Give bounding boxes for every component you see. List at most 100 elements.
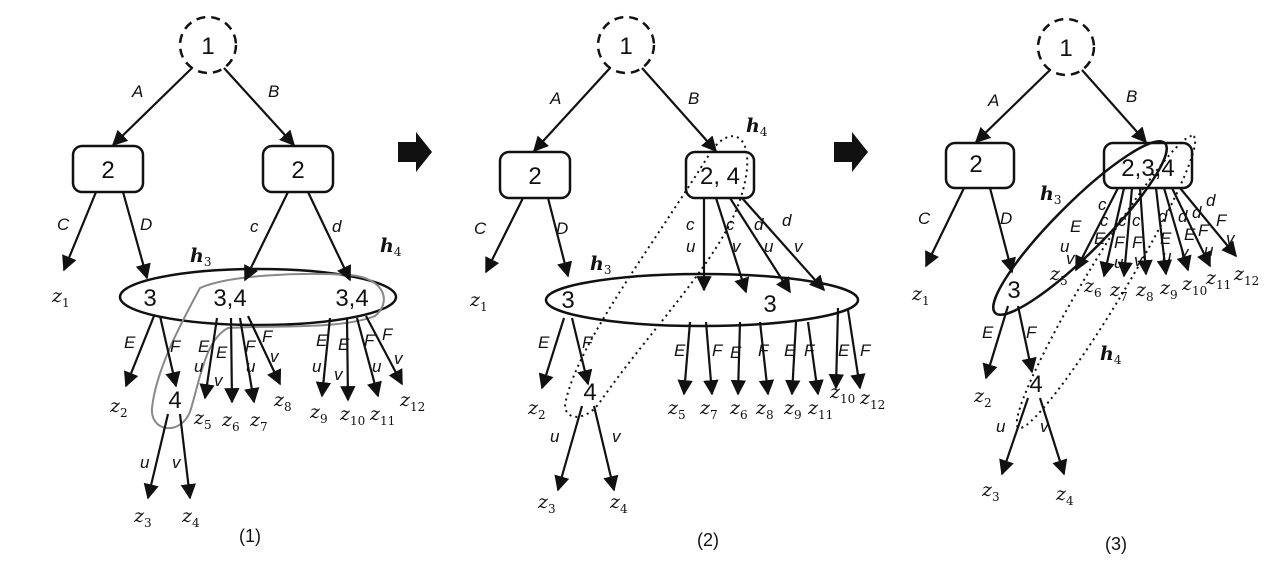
- leaf-z7: z7: [249, 409, 268, 434]
- edge-left-d: [988, 187, 1016, 274]
- edge-left-d: [546, 197, 573, 278]
- node-4-label: 4: [1029, 371, 1042, 398]
- edge-label-u2-34r: u: [372, 357, 382, 376]
- edge-label-u: u: [550, 427, 560, 446]
- edge-node4-u: [554, 405, 584, 492]
- player2-left-label: 2: [969, 151, 982, 178]
- edge-node4-v: [1038, 397, 1068, 476]
- edge-label-v-34r: v: [334, 365, 344, 384]
- edge-label-c-234b: c: [1100, 211, 1109, 230]
- edge-234-7: [1171, 187, 1211, 268]
- edge-label-f2-34l: F: [262, 327, 274, 346]
- leaf-z6: z6: [1083, 275, 1102, 300]
- edge-label-u-24a: u: [686, 237, 696, 256]
- edge-label-c-234c: c: [1118, 211, 1127, 230]
- edge-node3-e: [538, 317, 566, 390]
- edge-label-e: E: [124, 333, 136, 352]
- node-34-right-label: 3,4: [335, 285, 368, 312]
- leaf-z6: z6: [221, 409, 240, 434]
- edge-node3-f: [570, 317, 593, 386]
- leaf-z4: z4: [181, 505, 200, 530]
- edge-label-d-lower: d: [332, 217, 342, 236]
- root-node-label: 1: [201, 33, 214, 60]
- leaf-z10: z10: [339, 403, 365, 428]
- edge-right-c: [244, 191, 289, 282]
- edge-label-e-h3c: E: [784, 341, 796, 360]
- node-4-label: 4: [583, 379, 596, 406]
- edge-label-d-upper: D: [1000, 209, 1012, 228]
- edge-label-b: B: [268, 82, 279, 101]
- edge-234-5: [1154, 187, 1173, 276]
- edge-h3-2: [703, 321, 719, 396]
- edge-label-d-234e: d: [1158, 207, 1168, 226]
- edge-label-c-24a: c: [686, 215, 695, 234]
- edge-root-right: [641, 67, 718, 153]
- edge-label-a: A: [131, 82, 143, 101]
- edge-label-f-34r: F: [364, 331, 376, 350]
- leaf-z12: z12: [1233, 263, 1259, 288]
- edge-left-d: [121, 191, 151, 280]
- edge-label-v: v: [612, 427, 622, 446]
- edge-label-v-24b: v: [732, 237, 742, 256]
- edge-label-e-234f: E: [1184, 225, 1196, 244]
- leaf-z5: z5: [193, 407, 212, 432]
- root-node: [596, 15, 656, 75]
- info-set-h4-region: [564, 135, 749, 418]
- edge-label-u-234g: u: [1204, 241, 1214, 260]
- edge-234-3: [1117, 187, 1134, 278]
- edge-label-f-h3a: F: [712, 341, 724, 360]
- edge-root-right: [223, 67, 296, 147]
- leaf-z10: z10: [1181, 273, 1207, 298]
- edge-label-e: E: [538, 333, 550, 352]
- edge-h3-7: [828, 307, 845, 390]
- edge-label-d-234h: d: [1206, 191, 1216, 210]
- player2-left-label: 2: [528, 163, 541, 190]
- edge-label-e-34l: E: [198, 337, 210, 356]
- edge-24-3: [729, 197, 791, 294]
- info-set-h3-ellipse: [992, 140, 1168, 316]
- leaf-z6: z6: [729, 397, 748, 422]
- panel-3: 1 2 2,3,4 A B C D c E u c E v c F u: [911, 17, 1259, 554]
- info-label-h3: h3: [590, 253, 611, 277]
- node-4-label: 4: [168, 387, 181, 414]
- edge-label-v-234h: v: [1226, 229, 1236, 248]
- leaf-z1: z1: [911, 283, 930, 308]
- edge-root-right: [1081, 69, 1148, 144]
- edge-label-u-34l: u: [194, 357, 204, 376]
- edge-label-e-h3a: E: [674, 341, 686, 360]
- edge-label-v: v: [172, 453, 182, 472]
- edge-root-left: [974, 69, 1051, 144]
- edge-label-c-upper: C: [918, 209, 931, 228]
- player2-right-node: [684, 150, 756, 200]
- edge-34l-3: [238, 317, 260, 404]
- edge-h3-4: [758, 321, 775, 396]
- edge-h3-3: [730, 321, 747, 396]
- edge-left-c: [62, 191, 98, 272]
- info-label-h4: h4: [380, 235, 402, 259]
- edge-label-u: u: [140, 453, 150, 472]
- edge-label-u2-34l: u: [246, 357, 256, 376]
- edge-234-2: [1099, 187, 1126, 278]
- leaf-z5: z5: [1049, 263, 1068, 288]
- edge-label-e-h3b: E: [730, 343, 742, 362]
- edge-label-v: v: [1040, 417, 1050, 436]
- edge-label-f-234c: F: [1114, 233, 1126, 252]
- edge-label-c-234a: c: [1098, 195, 1107, 214]
- edge-34l-2: [224, 317, 240, 404]
- edge-label-e-234e: E: [1160, 229, 1172, 248]
- leaf-z1: z1: [469, 289, 488, 314]
- transition-arrow-1: [398, 132, 432, 172]
- edge-label-c-234d: c: [1132, 211, 1141, 230]
- edge-234-8: [1179, 187, 1237, 258]
- leaf-z7: z7: [1109, 279, 1128, 304]
- root-node-label: 1: [619, 33, 632, 60]
- edge-node3-f: [1016, 305, 1037, 374]
- edge-label-d-upper: D: [556, 219, 568, 238]
- node-3-left-label: 3: [561, 287, 574, 314]
- edge-label-v-234b: v: [1066, 249, 1076, 268]
- edge-h3-8: [846, 309, 866, 390]
- edge-34r-3: [355, 317, 382, 398]
- edge-label-e2-34l: E: [216, 343, 228, 362]
- edge-label-f2-34r: F: [382, 325, 394, 344]
- info-label-h3: h3: [190, 245, 211, 269]
